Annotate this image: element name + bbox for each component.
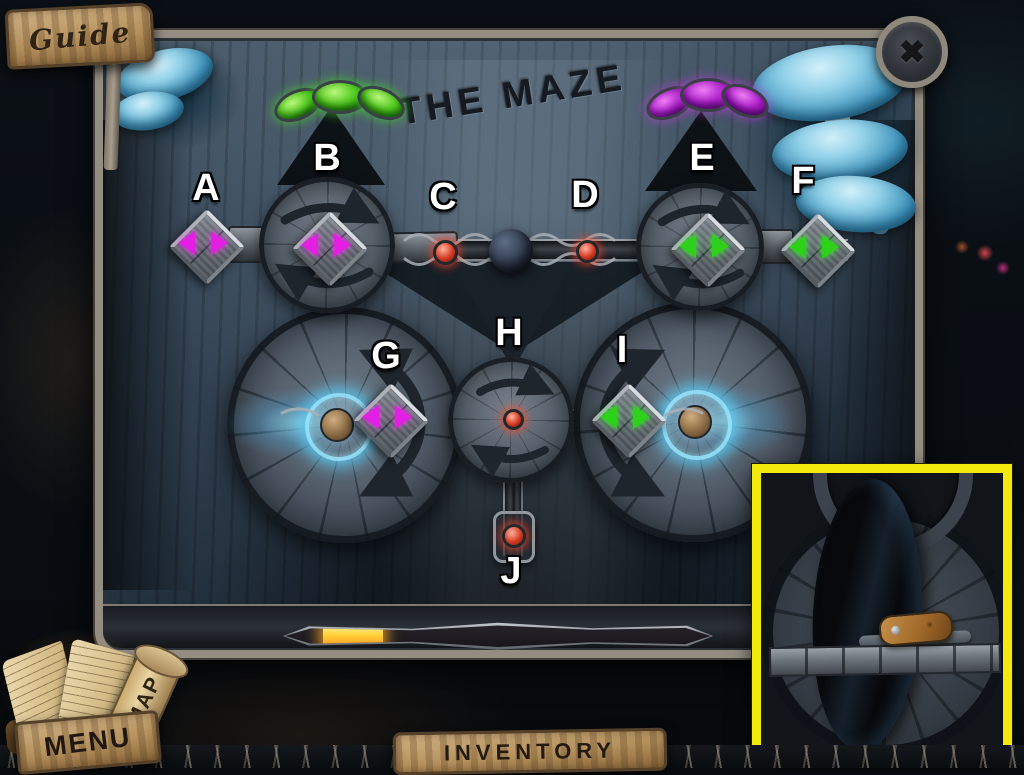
inventory-button-label: INVENTORY [443, 737, 617, 766]
dark-wedge [452, 262, 574, 370]
red-node-d [576, 240, 599, 263]
diamond-button-i[interactable] [590, 382, 668, 460]
right-hub-knob [678, 405, 712, 439]
diamond-button-f[interactable] [779, 212, 857, 290]
marker-e: E [689, 137, 715, 179]
diamond-button-e[interactable] [669, 211, 747, 289]
panel-shadow-left [103, 120, 193, 590]
inset-stone-ledge [768, 642, 1002, 678]
marker-g: G [371, 335, 401, 377]
marker-h: H [495, 312, 523, 354]
marker-b: B [313, 137, 341, 179]
left-hub-knob [320, 408, 354, 442]
red-node-j [502, 524, 526, 548]
arch-silhouette [645, 111, 757, 191]
diamond-button-b[interactable] [291, 210, 369, 288]
center-sphere [489, 229, 533, 273]
j-bracket [493, 511, 535, 563]
progress-fill [323, 625, 383, 648]
marker-i: I [616, 329, 628, 371]
marker-c: C [429, 176, 457, 218]
diamond-button-g[interactable] [352, 382, 430, 460]
progress-track [285, 625, 711, 648]
menu-button-label: MENU [42, 721, 134, 763]
guide-button-label: Guide [27, 15, 133, 57]
guide-button[interactable]: Guide [4, 2, 156, 70]
marker-a: A [192, 167, 220, 209]
marker-f: F [791, 160, 815, 202]
close-button[interactable]: ✖ [876, 16, 948, 88]
inset-highlight-box [752, 464, 1012, 757]
red-node-c [433, 240, 458, 265]
red-node-h [503, 409, 524, 430]
inset-knife-rivet [890, 625, 901, 636]
marker-j: J [500, 550, 522, 592]
close-icon: ✖ [898, 34, 926, 70]
marker-d: D [571, 174, 599, 216]
diamond-button-a[interactable] [168, 208, 246, 286]
